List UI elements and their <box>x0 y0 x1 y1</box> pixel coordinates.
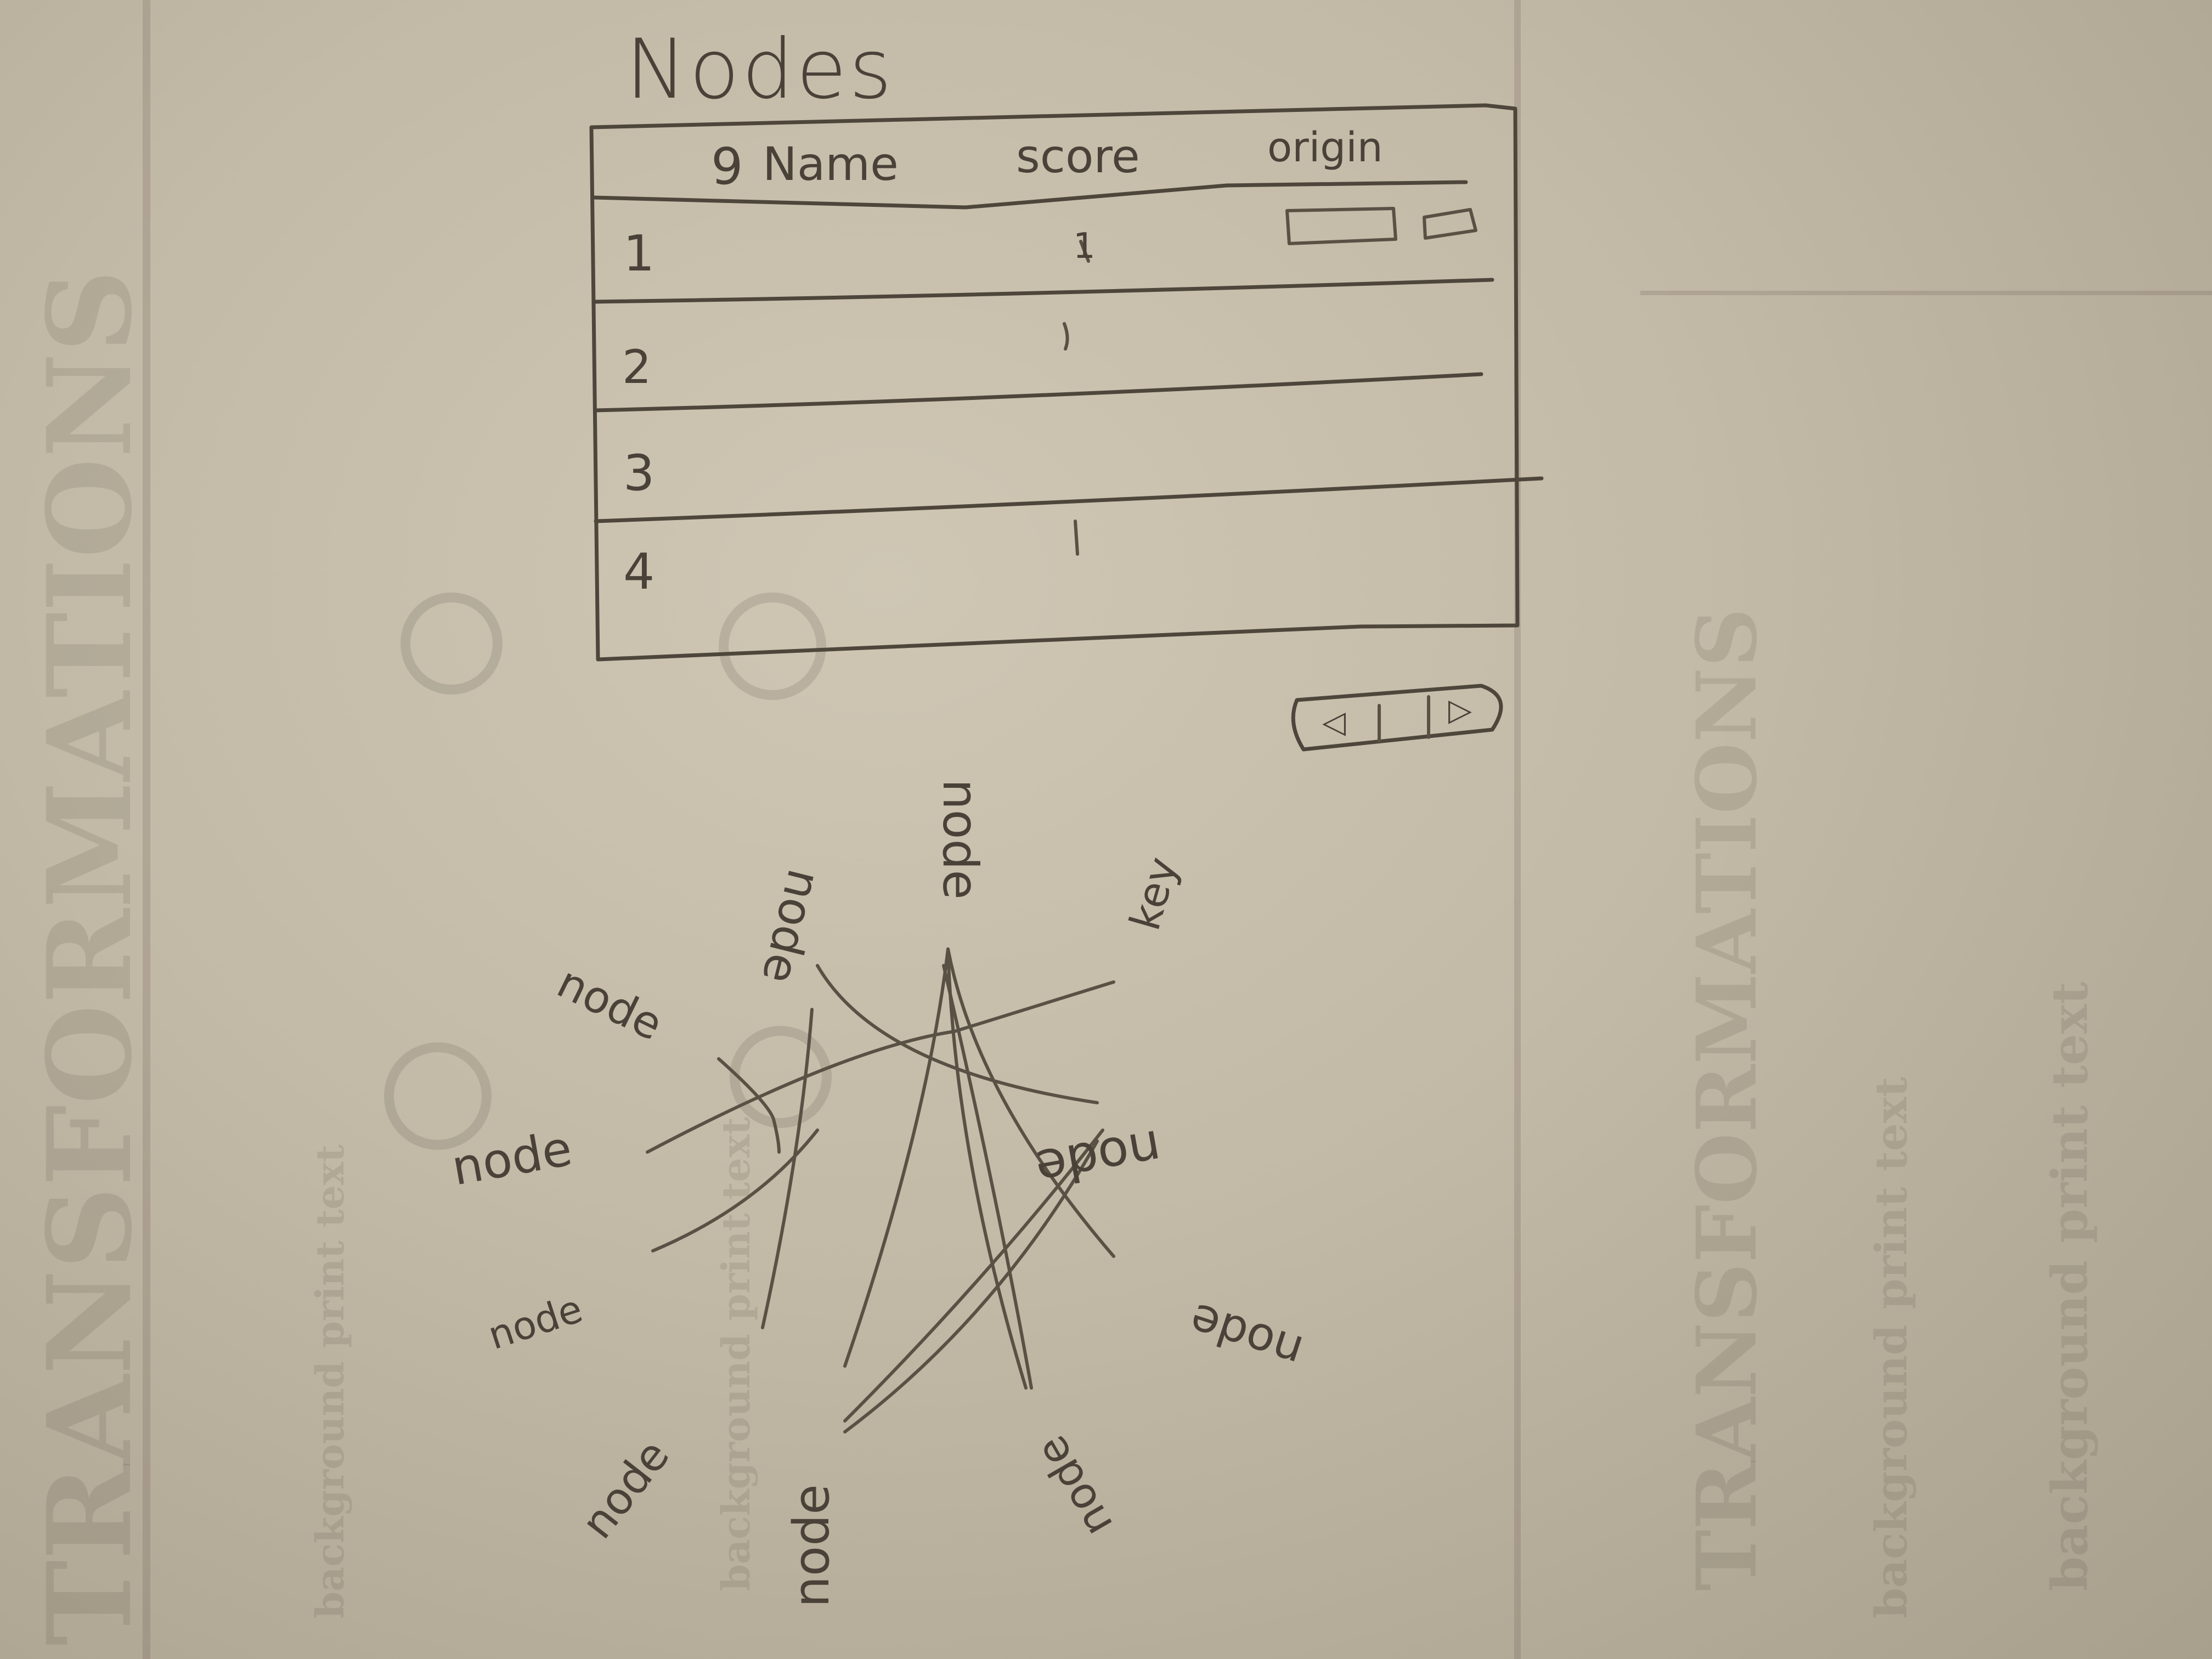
graph-edge <box>651 1128 819 1252</box>
row-divider <box>594 278 1494 304</box>
graph-edge <box>843 1128 1104 1423</box>
column-header-origin: origin <box>1267 124 1383 171</box>
graph-edge <box>843 947 950 1368</box>
row-divider <box>594 476 1544 523</box>
table-row-index: 2 <box>622 340 652 394</box>
graph-node-label: node <box>932 779 989 900</box>
table-row-index: 1 <box>623 225 655 283</box>
graph-edge <box>717 1057 781 1154</box>
column-header-marker: 9 <box>711 137 743 196</box>
graph-edge <box>942 964 1033 1390</box>
graph-node-label: node <box>550 956 670 1050</box>
graph-edge <box>946 947 1115 1258</box>
origin-button <box>1423 208 1477 240</box>
graph-node-label: node <box>1031 1118 1166 1198</box>
origin-input-box <box>1285 207 1397 245</box>
graph-edges <box>646 947 1115 1434</box>
paper-fold <box>1640 291 2212 295</box>
table-cell-score: 1 <box>1073 226 1096 267</box>
table-row-index: 3 <box>623 444 655 502</box>
score-mark <box>1074 520 1079 556</box>
graph-node-label: node <box>1183 1293 1310 1379</box>
pager-next-button[interactable]: ▷ <box>1448 692 1472 728</box>
graph-node-label: node <box>783 1484 840 1607</box>
graph-edge <box>946 947 1028 1390</box>
page-title: Nodes <box>625 22 894 117</box>
graph-edge <box>843 1139 1099 1434</box>
graph-node-label: node <box>1026 1427 1122 1545</box>
score-mark <box>1079 240 1090 263</box>
graph-edge <box>953 980 1115 1033</box>
table-header-divider <box>591 180 1468 210</box>
table-row-index: 4 <box>623 543 655 601</box>
column-header-score: score <box>1016 129 1140 183</box>
graph-edge <box>761 1008 814 1329</box>
paper-fold <box>143 0 150 1659</box>
graph-node-label: node <box>572 1430 679 1548</box>
graph-node-label: node <box>448 1120 576 1197</box>
score-mark <box>1063 322 1069 351</box>
graph-node-label: node <box>483 1286 588 1358</box>
graph-edge <box>816 964 1099 1104</box>
graph-node-label: key <box>1120 852 1187 935</box>
table-border <box>589 103 1520 662</box>
pager-prev-button[interactable]: ◁ <box>1322 704 1346 740</box>
pager <box>1291 684 1503 752</box>
column-header-name: Name <box>763 137 899 191</box>
graph-edge <box>646 1030 956 1154</box>
row-divider <box>594 372 1483 413</box>
